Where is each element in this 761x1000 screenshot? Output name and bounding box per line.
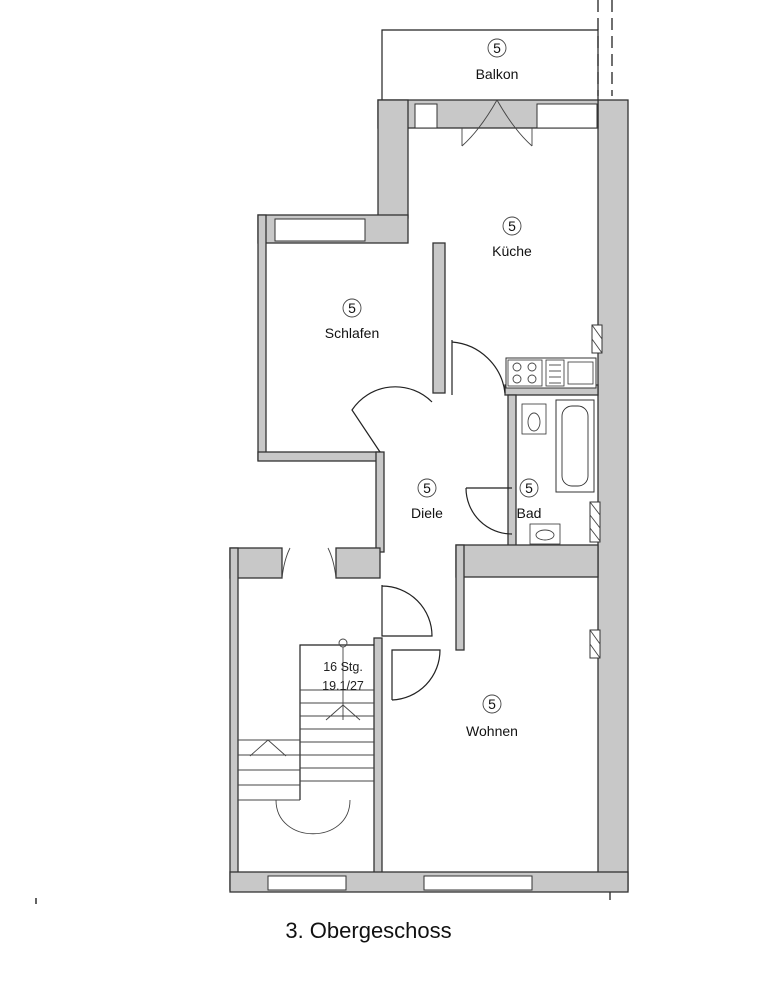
room-number: 5 — [423, 480, 431, 496]
floor-caption: 3. Obergeschoss — [285, 918, 452, 943]
door-staircase[interactable] — [281, 547, 337, 579]
room-wohnen: 5 Wohnen — [466, 694, 518, 739]
door-wohnen[interactable] — [391, 649, 441, 701]
kitchen-stove — [505, 357, 597, 389]
room-name: Küche — [492, 243, 532, 259]
room-kueche: 5 Küche — [492, 216, 532, 259]
room-number: 5 — [508, 218, 516, 234]
room-name: Schlafen — [325, 325, 379, 341]
windows — [267, 103, 598, 891]
room-name: Diele — [411, 505, 443, 521]
room-diele: 5 Diele — [411, 478, 443, 521]
room-bad: 5 Bad — [517, 478, 542, 521]
room-schlafen: 5 Schlafen — [325, 298, 379, 341]
room-name: Balkon — [476, 66, 519, 82]
room-number: 5 — [525, 480, 533, 496]
door-kueche[interactable] — [451, 340, 506, 395]
sink — [529, 523, 561, 545]
staircase — [238, 638, 374, 835]
room-number: 5 — [348, 300, 356, 316]
door-bad[interactable] — [465, 487, 513, 535]
stair-dimension: 19.1/27 — [322, 679, 364, 693]
vent-marks — [589, 324, 603, 659]
room-name: Wohnen — [466, 723, 518, 739]
room-number: 5 — [493, 40, 501, 56]
toilet — [521, 403, 547, 435]
room-balkon: 5 Balkon — [476, 38, 519, 82]
walls — [229, 99, 629, 893]
door-schlafen[interactable] — [351, 386, 433, 453]
balcony-door[interactable] — [461, 99, 533, 147]
room-name: Bad — [517, 505, 542, 521]
stair-steps: 16 Stg. — [323, 660, 363, 674]
balcony — [381, 29, 599, 100]
bathtub — [555, 399, 595, 493]
room-number: 5 — [488, 696, 496, 712]
door-apartment[interactable] — [381, 585, 433, 637]
